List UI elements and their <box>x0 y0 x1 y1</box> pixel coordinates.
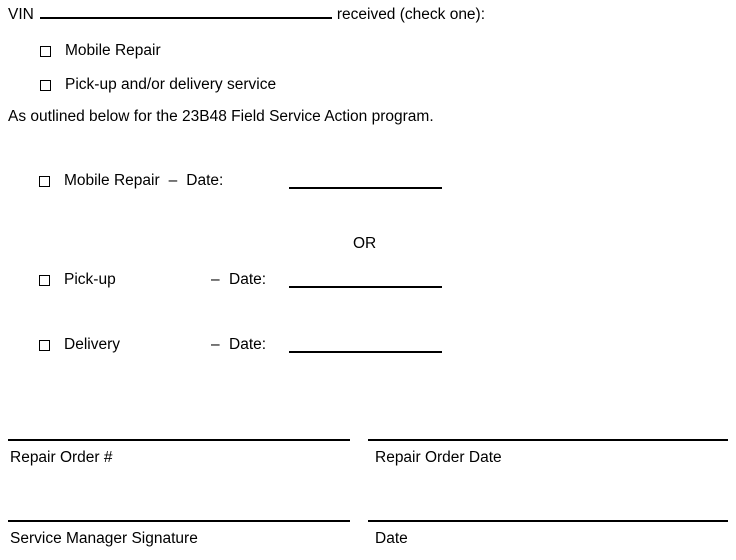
checkbox-icon[interactable] <box>40 79 51 91</box>
vin-line: VIN received (check one): <box>8 4 485 24</box>
service-type-option-mobile-repair[interactable]: Mobile Repair <box>40 42 161 60</box>
vin-input-blank[interactable] <box>39 4 332 19</box>
schedule-row-name: Mobile Repair <box>64 172 160 189</box>
dash-separator: – <box>211 336 220 353</box>
schedule-row-pickup[interactable]: Pick-up – Date: <box>39 271 442 289</box>
service-type-option-label: Mobile Repair <box>65 42 161 59</box>
vin-received-text: received (check one): <box>336 6 486 23</box>
checkbox-icon[interactable] <box>40 45 51 57</box>
service-type-option-label: Pick-up and/or delivery service <box>65 76 277 93</box>
date-input-blank[interactable] <box>289 286 442 288</box>
repair-order-number-label: Repair Order # <box>10 449 113 466</box>
repair-order-date-rule[interactable] <box>368 439 728 441</box>
dash-separator: – <box>168 172 178 189</box>
date-input-blank[interactable] <box>289 187 442 189</box>
date-label: Date: <box>186 172 224 189</box>
date-label: Date: <box>229 336 267 353</box>
repair-order-date-label: Repair Order Date <box>375 449 502 466</box>
schedule-row-name: Delivery <box>64 336 120 353</box>
repair-order-number-rule[interactable] <box>8 439 350 441</box>
signature-date-rule[interactable] <box>368 520 728 522</box>
program-statement: As outlined below for the 23B48 Field Se… <box>8 108 434 125</box>
checkbox-icon[interactable] <box>39 175 50 187</box>
schedule-row-name: Pick-up <box>64 271 116 288</box>
service-manager-signature-rule[interactable] <box>8 520 350 522</box>
signature-date-label: Date <box>375 530 408 547</box>
vin-label: VIN <box>8 6 34 23</box>
checkbox-icon[interactable] <box>39 339 50 351</box>
service-manager-signature-label: Service Manager Signature <box>10 530 198 547</box>
checkbox-icon[interactable] <box>39 274 50 286</box>
schedule-row-mobile-repair[interactable]: Mobile Repair – Date: <box>39 172 442 190</box>
schedule-row-delivery[interactable]: Delivery – Date: <box>39 336 442 354</box>
date-label: Date: <box>229 271 267 288</box>
dash-separator: – <box>211 271 220 288</box>
service-type-option-pickup-delivery[interactable]: Pick-up and/or delivery service <box>40 76 276 94</box>
or-separator-label: OR <box>353 235 377 252</box>
date-input-blank[interactable] <box>289 351 442 353</box>
